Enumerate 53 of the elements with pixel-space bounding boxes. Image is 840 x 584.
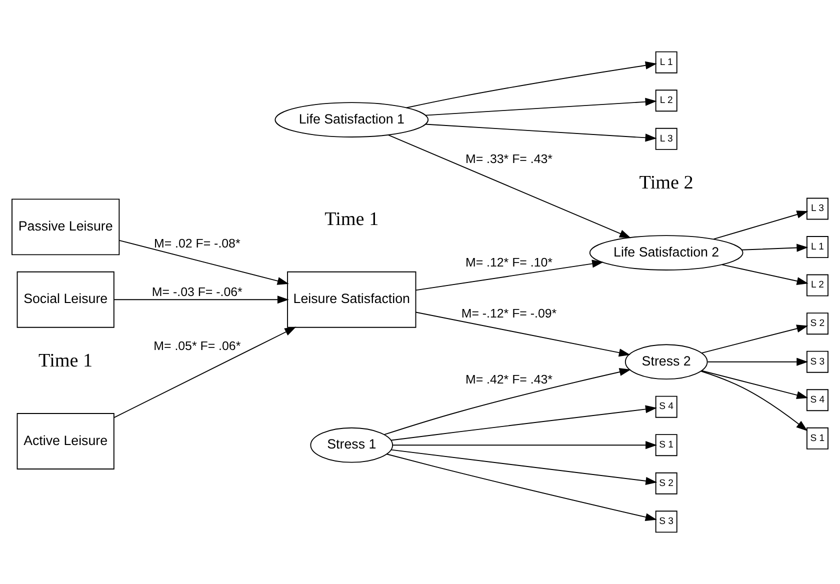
arrow: [114, 326, 296, 418]
node-box: S 2: [806, 312, 828, 335]
node-ellipse: Stress 1: [310, 427, 394, 463]
edge-label: M= .05* F= .06*: [154, 338, 241, 353]
node-box: L 3: [806, 198, 828, 220]
node-box: Active Leisure: [16, 413, 114, 470]
arrow: [701, 324, 808, 354]
arrow: [415, 312, 630, 357]
arrow: [406, 61, 657, 108]
node-ellipse: Life Satisfaction 2: [589, 235, 744, 270]
node-box: Social Leisure: [16, 271, 114, 328]
arrow: [384, 368, 631, 436]
node-box: S 4: [655, 396, 678, 418]
arrow: [741, 244, 808, 252]
node-box: S 3: [655, 510, 678, 533]
label: Time 1: [324, 209, 379, 230]
edge-label: M= .02 F= -.08*: [154, 236, 240, 250]
arrow: [425, 98, 657, 116]
node-box: Passive Leisure: [12, 198, 120, 256]
arrow: [390, 405, 657, 441]
node-box: L 1: [655, 51, 678, 74]
edge-label: M= .12* F= .10*: [465, 256, 552, 270]
arrow: [114, 296, 289, 304]
node-box: L 2: [806, 274, 828, 296]
arrow: [707, 358, 808, 366]
label: Time 2: [639, 172, 694, 194]
arrow: [425, 124, 657, 142]
edge-label: M= -.12* F= -.09*: [461, 306, 557, 320]
arrow: [415, 260, 604, 291]
node-box: S 1: [655, 434, 678, 456]
node-box: S 4: [806, 389, 828, 412]
node-box: L 2: [655, 90, 678, 112]
arrow: [713, 210, 808, 240]
arrow: [700, 370, 808, 432]
arrow: [388, 134, 632, 238]
node-box: L 1: [806, 236, 828, 258]
node-ellipse: Stress 2: [624, 344, 708, 380]
node-box: S 3: [806, 350, 828, 373]
arrow: [386, 454, 657, 522]
arrow: [701, 370, 808, 400]
node-box: S 1: [806, 427, 828, 450]
edge-label: M= -.03 F= -.06*: [152, 285, 242, 300]
node-ellipse: Life Satisfaction 1: [274, 102, 429, 138]
node-box: Leisure Satisfaction: [287, 271, 416, 328]
arrow: [118, 240, 289, 285]
arrow: [390, 449, 658, 485]
arrow: [722, 264, 808, 285]
arrow: [392, 441, 658, 450]
label: Time 1: [38, 350, 93, 372]
edge-label: M= .42* F= .43*: [465, 372, 552, 386]
edge-label: M= .33* F= .43*: [465, 152, 552, 166]
node-box: L 3: [655, 128, 678, 150]
node-box: S 2: [655, 472, 678, 494]
